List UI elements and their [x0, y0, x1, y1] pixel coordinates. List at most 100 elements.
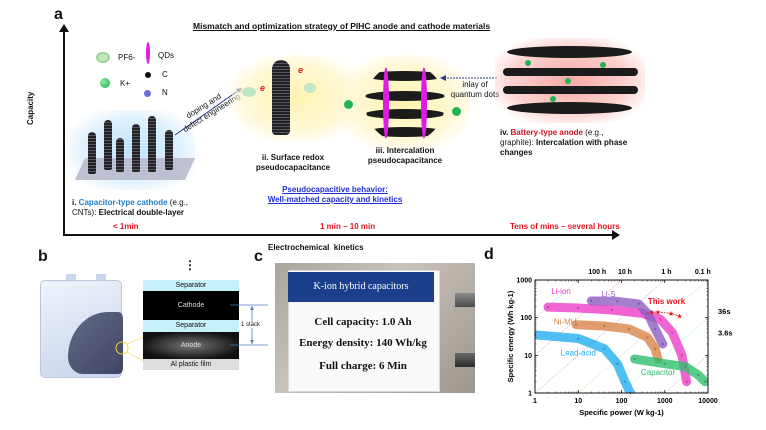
- stage-i-prefix: i.: [72, 198, 79, 207]
- series-band-lead-acid: [535, 330, 635, 393]
- stage-ii-caption: ii. Surface redox pseudocapacitance: [248, 153, 338, 173]
- data-point: [633, 357, 636, 360]
- pseudocapacitive-line2: Well-matched capacity and kinetics: [267, 195, 403, 204]
- data-point: [697, 374, 700, 377]
- quantum-dot-icon: [146, 42, 150, 64]
- inlay-arrow-icon: [440, 75, 498, 81]
- data-point: [654, 347, 657, 350]
- capacity-axis-label: Capacity: [26, 91, 35, 125]
- stage-iv-mechanism: Intercalation with phase: [536, 138, 628, 147]
- stage-ii-line1: ii. Surface redox: [261, 153, 325, 162]
- time-right-label: 36s: [718, 307, 731, 316]
- time-guide-line: [535, 280, 579, 318]
- cnt-tube: [132, 124, 140, 172]
- stage-iii-line1: iii. Intercalation: [375, 146, 435, 155]
- data-point: [616, 362, 619, 365]
- separator-layer: Separator: [143, 320, 239, 332]
- legend: PF6- K+ QDs C N: [90, 42, 200, 100]
- legend-c-label: C: [162, 70, 168, 79]
- series-label: Li-S: [601, 290, 615, 299]
- time-guide-line: [535, 280, 622, 356]
- stage-i-mechanism: Electrical double-layer: [98, 208, 185, 217]
- time-guide-line: [664, 355, 708, 393]
- separator-layer: Separator: [143, 280, 239, 291]
- y-tick-label: 1000: [516, 278, 532, 285]
- capacity-axis: [63, 30, 65, 235]
- graphite-illustration: [495, 38, 645, 123]
- legend-n-label: N: [162, 88, 168, 97]
- data-point: [577, 337, 580, 340]
- data-point: [659, 318, 662, 321]
- k-ion-icon: [525, 60, 531, 66]
- graphene-layer: [365, 71, 445, 81]
- y-tick-label: 10: [524, 353, 532, 360]
- pf6-ion-icon: [96, 52, 110, 63]
- anode-layer: Anode: [143, 332, 239, 359]
- kinetics-axis-label: Electrochemical kinetics: [268, 243, 364, 252]
- inlay-label: inlay of quantum dots: [445, 80, 505, 100]
- time-top-label: 10 h: [618, 269, 632, 276]
- graphene-layer: [503, 68, 638, 76]
- stage-iv-line2: graphite):: [500, 138, 537, 147]
- pf6-ion-icon: [304, 83, 316, 93]
- data-point: [603, 347, 606, 350]
- k-ion-icon: [550, 96, 556, 102]
- data-point: [610, 308, 613, 311]
- stage-iv-mechanism-line3: changes: [500, 148, 533, 157]
- data-point: [661, 342, 664, 345]
- x-tick-label: 1000: [657, 398, 673, 405]
- panel-a-title: Mismatch and optimization strategy of PI…: [193, 21, 491, 31]
- data-point: [616, 300, 619, 303]
- k-ion-icon: [452, 107, 461, 116]
- data-point: [654, 328, 657, 331]
- cnt-tube: [272, 60, 290, 135]
- x-axis-label: Specific power (W kg-1): [579, 408, 664, 417]
- legend-k-label: K+: [120, 79, 131, 88]
- time-top-label: 100 h: [588, 269, 606, 276]
- k-ion-icon: [565, 78, 571, 84]
- series-label: Lead-acid: [561, 348, 596, 357]
- electron-icon: e: [260, 83, 266, 93]
- pseudocapacitive-line1: Pseudocapacitive behavior:: [282, 185, 388, 194]
- series-band-li-s: [586, 296, 668, 349]
- quantum-dot-icon: [383, 67, 389, 139]
- stage-ii-line2: pseudocapacitance: [255, 163, 331, 172]
- time-guide-line: [535, 280, 666, 393]
- x-tick-label: 10: [574, 398, 582, 405]
- carbon-atom-icon: [145, 72, 151, 78]
- stage-iv-highlight: Battery-type anode: [510, 128, 583, 137]
- data-point: [577, 307, 580, 310]
- kinetics-axis-arrow-icon: [612, 230, 620, 240]
- stage-i-highlight: Capacitor-type cathode: [78, 198, 168, 207]
- data-point: [628, 328, 631, 331]
- time-top-label: 1 h: [661, 269, 671, 276]
- intercalation-illustration: [340, 55, 470, 150]
- data-point: [663, 362, 666, 365]
- energy-density: Energy density: 140 Wh/kg: [299, 337, 427, 349]
- stage-iii-caption: iii. Intercalation pseudocapacitance: [355, 146, 455, 166]
- graphene-layer: [365, 127, 445, 137]
- stage-iii-line2: pseudocapacitance: [367, 156, 443, 165]
- data-point: [703, 380, 706, 383]
- k-ion-icon: [600, 62, 606, 68]
- pouch-tab: [66, 274, 76, 280]
- full-charge: Full charge: 6 Min: [319, 360, 407, 372]
- stage-i-eg: (e.g.,: [167, 198, 189, 207]
- cnt-tube: [116, 138, 124, 172]
- inlay-label-line1: inlay of: [462, 80, 488, 89]
- panel-a-label: a: [54, 6, 63, 23]
- panel-b-label: b: [38, 248, 48, 265]
- pouch-cell-illustration: [38, 270, 133, 380]
- cnt-tube: [148, 116, 156, 172]
- x-tick-label: 10000: [698, 398, 718, 405]
- series-label: Li-ion: [551, 287, 571, 296]
- cnt-tube: [88, 132, 96, 174]
- quantum-dot-icon: [421, 67, 427, 139]
- this-work-label: This work: [648, 297, 686, 306]
- cnt-tube: [104, 120, 112, 170]
- kinetics-axis: [63, 234, 615, 236]
- data-point: [671, 331, 674, 334]
- data-point: [684, 365, 687, 368]
- cnt-tube: [165, 130, 173, 170]
- stack-label: 1 stack: [241, 322, 261, 328]
